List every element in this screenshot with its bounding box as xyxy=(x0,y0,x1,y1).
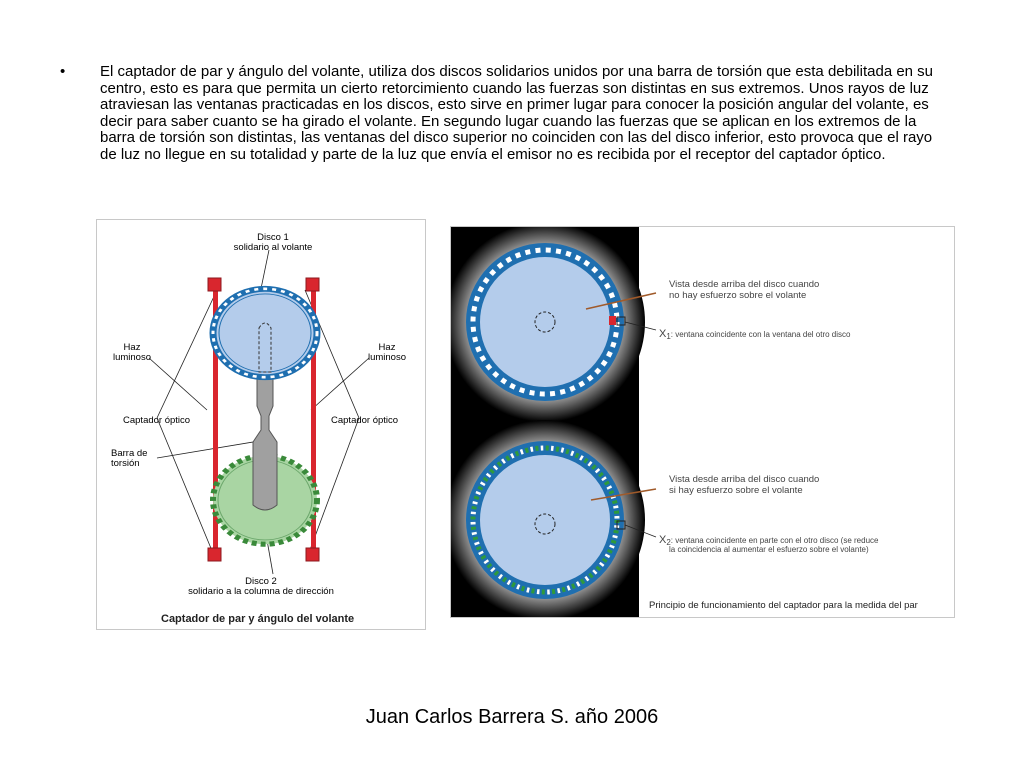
haz-left-line1: Haz xyxy=(124,342,141,353)
torque-sensor-figure: Disco 1 solidario al volante Haz luminos… xyxy=(96,219,426,630)
torque-sensor-diagram: Disco 1 solidario al volante Haz luminos… xyxy=(111,232,406,625)
barra-label-line1: Barra de xyxy=(111,448,147,459)
x2-text-line2: la coincidencia al aumentar el esfuerzo … xyxy=(669,545,869,554)
captador-right-label: Captador óptico xyxy=(331,415,398,426)
bullet-marker: • xyxy=(60,63,66,80)
disk1-label-line1: Disco 1 xyxy=(257,232,289,243)
top-desc-line2: no hay esfuerzo sobre el volante xyxy=(669,290,806,301)
top-desc-line1: Vista desde arriba del disco cuando xyxy=(669,279,819,290)
disk2-label-line2: solidario a la columna de dirección xyxy=(188,586,334,597)
torque-principle-figure: Vista desde arriba del disco cuando no h… xyxy=(445,222,955,620)
haz-right-line2: luminoso xyxy=(368,352,406,363)
haz-right-line1: Haz xyxy=(379,342,396,353)
right-figure-caption: Principio de funcionamiento del captador… xyxy=(649,600,918,611)
captador-left-label: Captador óptico xyxy=(123,415,190,426)
haz-left-line2: luminoso xyxy=(113,352,151,363)
bottom-desc-line1: Vista desde arriba del disco cuando xyxy=(669,474,819,485)
disk2-label-line1: Disco 2 xyxy=(245,576,277,587)
bullet-text: El captador de par y ángulo del volante,… xyxy=(100,63,934,163)
torque-principle-diagram: Vista desde arriba del disco cuando no h… xyxy=(445,222,918,620)
disk1-label-line2: solidario al volante xyxy=(234,242,313,253)
bottom-desc-line2: si hay esfuerzo sobre el volante xyxy=(669,485,803,496)
footer-credit: Juan Carlos Barrera S. año 2006 xyxy=(365,706,659,728)
x1-label: X1: ventana coincidente con la ventana d… xyxy=(659,328,851,341)
left-figure-caption: Captador de par y ángulo del volante xyxy=(161,613,354,625)
barra-label-line2: torsión xyxy=(111,458,140,469)
x2-label: X2: ventana coincidente en parte con el … xyxy=(659,534,879,547)
bullet-paragraph: • El captador de par y ángulo del volant… xyxy=(60,63,940,163)
